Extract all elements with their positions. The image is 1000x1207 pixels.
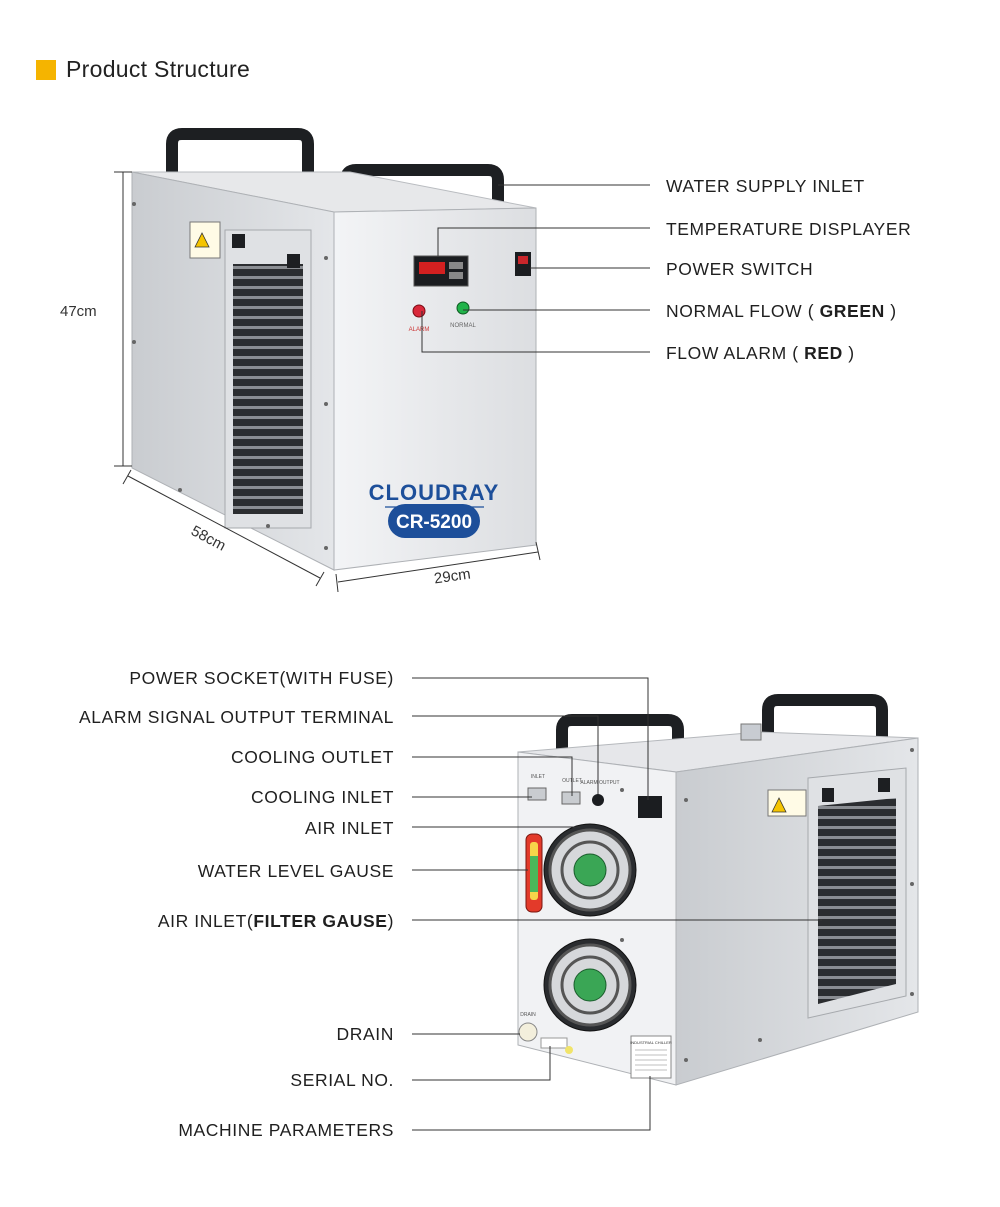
dimension-lines — [114, 171, 541, 593]
callout-machine-parameters: MACHINE PARAMETERS — [178, 1120, 394, 1140]
callout-air-inlet-filter: AIR INLET(FILTER GAUSE) — [157, 911, 394, 931]
normal-led-label: NORMAL — [450, 323, 476, 329]
rear-chiller-unit: INLET OUTLET ALARM OUTPUT DRAIN INDUSTRI… — [517, 694, 919, 1086]
front-face — [333, 207, 537, 571]
drain-label: DRAIN — [520, 1012, 536, 1018]
alarm-led — [412, 304, 426, 318]
side-latch-icon — [232, 234, 245, 248]
warning-triangle-icon — [194, 232, 210, 248]
callout-normal-flow: NORMAL FLOW ( GREEN ) — [666, 301, 897, 321]
callout-power-switch: POWER SWITCH — [666, 259, 814, 279]
callout-flow-alarm: FLOW ALARM ( RED ) — [666, 343, 855, 363]
rear-side-vent-grille — [818, 798, 896, 1004]
rear-warning-triangle-icon — [771, 797, 787, 813]
callout-serial-no: SERIAL NO. — [290, 1070, 394, 1090]
gauge-level — [530, 856, 538, 892]
machine-parameter-plate — [630, 1035, 672, 1079]
top-callout-leaders — [421, 184, 650, 353]
parameter-plate-title: INDUSTRIAL CHILLER — [630, 1040, 672, 1045]
callout-power-socket: POWER SOCKET(WITH FUSE) — [129, 668, 394, 688]
callout-cooling-outlet: COOLING OUTLET — [230, 747, 394, 767]
cooling-inlet-port — [527, 787, 547, 801]
callout-cooling-inlet: COOLING INLET — [251, 787, 394, 807]
alarm-terminal — [592, 794, 604, 806]
serial-number-sticker — [540, 1037, 568, 1049]
normal-led — [456, 301, 470, 315]
rear-handle-2 — [762, 694, 888, 744]
power-switch-rocker-icon — [518, 256, 528, 264]
callout-water-level-gauge: WATER LEVEL GAUSE — [197, 861, 394, 881]
side-vent-grille — [233, 264, 303, 514]
water-inlet-cap — [740, 723, 762, 741]
lower-fan-hub — [573, 968, 607, 1002]
callout-alarm-signal-output: ALARM SIGNAL OUTPUT TERMINAL — [78, 707, 394, 727]
model-name: CR-5200 — [396, 512, 472, 533]
top-chiller-unit: ALARM NORMAL CLOUDRAY CR-5200 — [131, 128, 537, 571]
display-digits — [419, 262, 445, 274]
brand-logo: CLOUDRAY — [369, 480, 500, 505]
display-button-icon — [449, 262, 463, 269]
model-badge — [388, 504, 480, 538]
drain-plug — [518, 1022, 538, 1042]
rear-handle — [166, 128, 314, 176]
rear-latch-icon — [878, 778, 890, 792]
serial-marker — [565, 1046, 573, 1054]
inlet-port-label: INLET — [531, 774, 545, 780]
power-socket — [638, 796, 662, 818]
height-dimension: 47cm — [60, 303, 97, 320]
rear-callout-leaders — [412, 677, 822, 1131]
alarm-port-label: ALARM OUTPUT — [580, 780, 619, 786]
cooling-outlet-port — [561, 791, 581, 805]
section-title: Product Structure — [66, 56, 251, 82]
alarm-led-label: ALARM — [409, 327, 430, 333]
front-handle-2 — [556, 714, 684, 764]
rear-latch-icon — [822, 788, 834, 802]
callout-drain: DRAIN — [336, 1024, 394, 1044]
callout-temperature-displayer: TEMPERATURE DISPLAYER — [666, 219, 912, 239]
callout-water-supply-inlet: WATER SUPPLY INLET — [666, 176, 865, 196]
side-latch-icon — [287, 254, 300, 268]
header-accent-square — [36, 59, 56, 80]
callout-air-inlet: AIR INLET — [304, 818, 394, 838]
upper-fan-hub — [573, 853, 607, 887]
section-header: Product Structure — [36, 56, 250, 83]
display-button-icon — [449, 272, 463, 279]
